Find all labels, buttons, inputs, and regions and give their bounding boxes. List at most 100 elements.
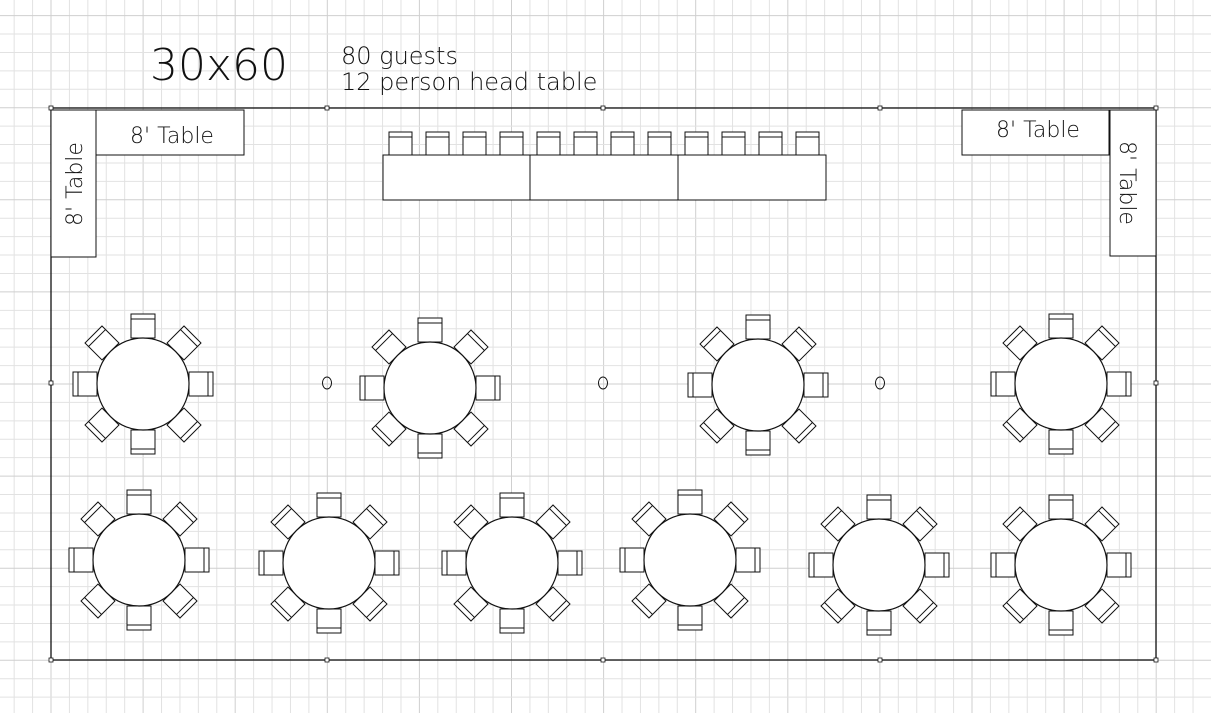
chair[interactable] — [417, 433, 443, 459]
stake-marker — [1153, 105, 1159, 111]
round-table[interactable] — [990, 494, 1132, 636]
chair[interactable] — [647, 131, 672, 156]
round-table-top — [643, 513, 737, 607]
chair[interactable] — [866, 494, 892, 520]
chair[interactable] — [441, 550, 467, 576]
chair[interactable] — [573, 131, 598, 156]
chair[interactable] — [866, 610, 892, 636]
chair[interactable] — [1048, 610, 1074, 636]
round-table[interactable] — [687, 314, 829, 456]
chair[interactable] — [1106, 371, 1132, 397]
chair[interactable] — [687, 372, 713, 398]
chair[interactable] — [316, 608, 342, 634]
round-table[interactable] — [990, 313, 1132, 455]
chair[interactable] — [1106, 552, 1132, 578]
chair[interactable] — [258, 550, 284, 576]
rect-table-left-vertical[interactable]: 8' Table — [50, 109, 97, 258]
head-table-section[interactable] — [382, 154, 531, 201]
guest-count-note: 80 guests — [341, 42, 458, 70]
chair[interactable] — [1048, 313, 1074, 339]
chair[interactable] — [72, 371, 98, 397]
chair[interactable] — [745, 430, 771, 456]
round-table-top — [1014, 518, 1108, 612]
chair[interactable] — [803, 372, 829, 398]
chair[interactable] — [990, 371, 1016, 397]
round-table[interactable] — [619, 489, 761, 631]
chair[interactable] — [721, 131, 746, 156]
chair[interactable] — [126, 605, 152, 631]
stake-marker — [324, 657, 330, 663]
chair[interactable] — [1048, 494, 1074, 520]
stake-marker — [324, 105, 330, 111]
stake-marker — [1153, 380, 1159, 386]
round-table[interactable] — [441, 492, 583, 634]
chair[interactable] — [677, 489, 703, 515]
round-table[interactable] — [258, 492, 400, 634]
rect-table-right-vertical[interactable]: 8' Table — [1109, 109, 1157, 257]
chair[interactable] — [188, 371, 214, 397]
chair[interactable] — [184, 547, 210, 573]
chair[interactable] — [684, 131, 709, 156]
round-table[interactable] — [359, 317, 501, 459]
chair[interactable] — [536, 131, 561, 156]
round-table[interactable] — [808, 494, 950, 636]
round-table-top — [92, 513, 186, 607]
chair[interactable] — [735, 547, 761, 573]
chair[interactable] — [499, 131, 524, 156]
tent-pole — [598, 376, 608, 390]
tent-pole — [875, 376, 885, 390]
chair[interactable] — [462, 131, 487, 156]
tent-posts — [48, 105, 1159, 663]
table-label: 8' Table — [1114, 141, 1139, 225]
round-table[interactable] — [72, 313, 214, 455]
table-label: 8' Table — [996, 118, 1080, 143]
chair[interactable] — [359, 375, 385, 401]
table-label: 8' Table — [63, 142, 88, 226]
table-label: 8' Table — [130, 124, 214, 149]
chair[interactable] — [475, 375, 501, 401]
chair[interactable] — [130, 313, 156, 339]
stake-marker — [600, 657, 606, 663]
round-table[interactable] — [68, 489, 210, 631]
round-table-top — [832, 518, 926, 612]
chair[interactable] — [758, 131, 783, 156]
chair[interactable] — [610, 131, 635, 156]
round-table-top — [711, 338, 805, 432]
chair[interactable] — [425, 131, 450, 156]
chair[interactable] — [745, 314, 771, 340]
tent-pole — [322, 376, 332, 390]
chair[interactable] — [68, 547, 94, 573]
head-table[interactable] — [382, 131, 827, 201]
chair[interactable] — [808, 552, 834, 578]
chair[interactable] — [499, 492, 525, 518]
round-table-top — [282, 516, 376, 610]
round-table-top — [383, 341, 477, 435]
rect-table-top-left[interactable]: 8' Table — [95, 109, 245, 156]
head-table-note: 12 person head table — [341, 68, 597, 96]
rect-table-top-right[interactable]: 8' Table — [961, 109, 1110, 156]
stake-marker — [600, 105, 606, 111]
head-table-section[interactable] — [529, 154, 679, 201]
chair[interactable] — [924, 552, 950, 578]
chair[interactable] — [126, 489, 152, 515]
stake-marker — [877, 105, 883, 111]
chair[interactable] — [316, 492, 342, 518]
chair[interactable] — [130, 429, 156, 455]
chair[interactable] — [795, 131, 820, 156]
head-table-section[interactable] — [677, 154, 827, 201]
chair[interactable] — [557, 550, 583, 576]
chair[interactable] — [388, 131, 413, 156]
stake-marker — [877, 657, 883, 663]
round-table-top — [465, 516, 559, 610]
stake-marker — [48, 657, 54, 663]
round-table-top — [1014, 337, 1108, 431]
chair[interactable] — [677, 605, 703, 631]
chair[interactable] — [417, 317, 443, 343]
chair[interactable] — [499, 608, 525, 634]
chair[interactable] — [619, 547, 645, 573]
chair[interactable] — [374, 550, 400, 576]
chair[interactable] — [1048, 429, 1074, 455]
chair[interactable] — [990, 552, 1016, 578]
stake-marker — [1153, 657, 1159, 663]
